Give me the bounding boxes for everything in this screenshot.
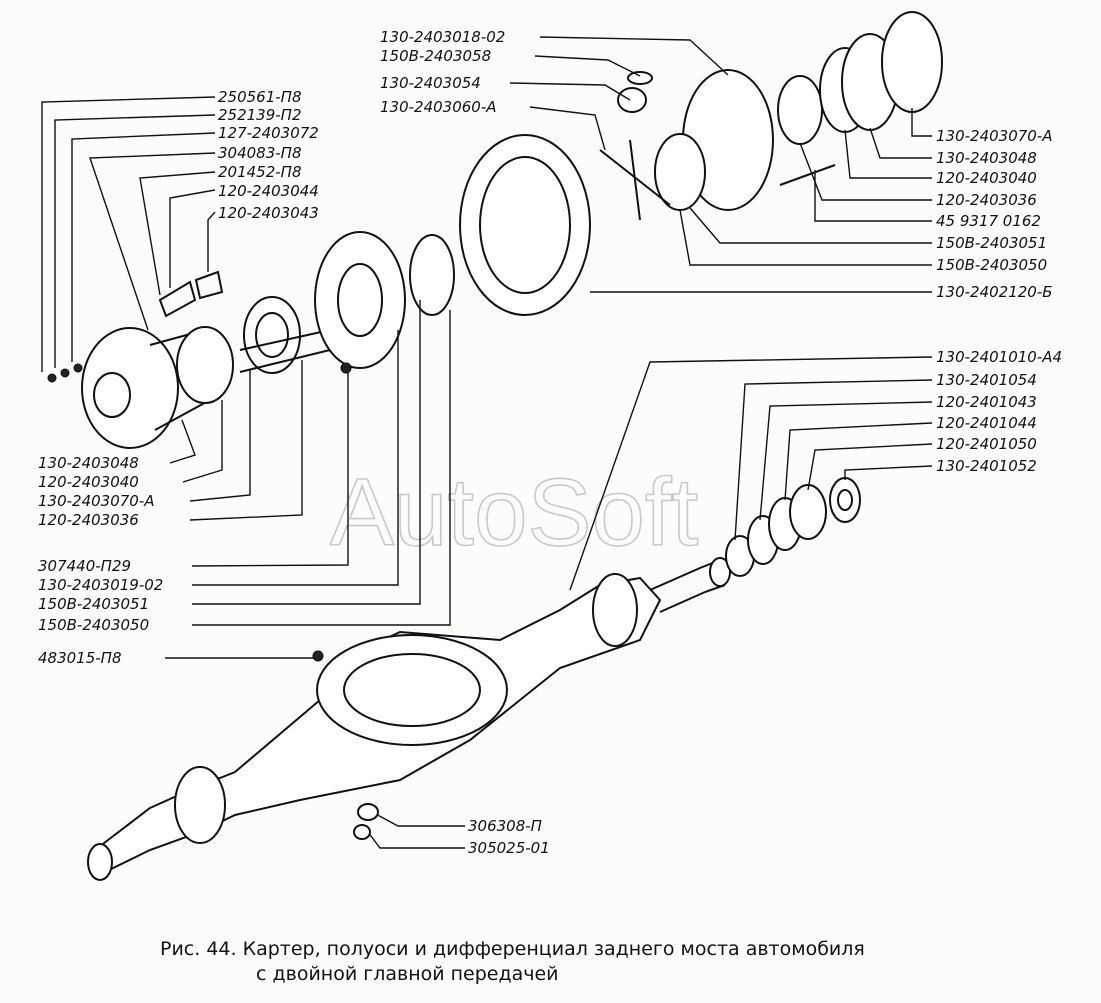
label-l10: 130-2403070-А <box>38 492 155 510</box>
label-l4: 304083-П8 <box>218 144 302 162</box>
label-l16: 483015-П8 <box>38 649 122 667</box>
label-r2: 130-2403048 <box>936 149 1037 167</box>
label-l3: 127-2403072 <box>218 124 319 142</box>
label-t3: 130-2403054 <box>380 74 481 92</box>
label-t4: 130-2403060-А <box>380 98 497 116</box>
center-flange-and-gear <box>314 134 591 374</box>
label-m5: 120-2401050 <box>936 435 1037 453</box>
label-r7: 150В-2403050 <box>936 256 1047 274</box>
label-b2: 305025-01 <box>468 839 550 857</box>
label-l2: 252139-П2 <box>218 106 302 124</box>
part-number-labels: 250561-П8 252139-П2 127-2403072 304083-П… <box>38 28 1062 857</box>
label-l11: 120-2403036 <box>38 511 139 529</box>
driven-gear-130-2402120-B <box>459 134 591 316</box>
nut-306308 <box>357 803 379 821</box>
housing-right-flange <box>592 573 638 647</box>
washer-305025 <box>353 824 371 840</box>
label-l5: 201452-П8 <box>218 163 302 181</box>
label-m4: 120-2401044 <box>936 414 1037 432</box>
label-r6: 150В-2403051 <box>936 234 1047 252</box>
label-b1: 306308-П <box>468 817 542 835</box>
leader-lines <box>41 36 933 849</box>
housing-left-spindle-end <box>87 843 113 881</box>
housing-cover-flange <box>316 634 508 746</box>
left-differential-case <box>47 270 331 449</box>
label-m3: 120-2401043 <box>936 393 1037 411</box>
figure-caption-line-2: с двойной главной передачей <box>256 963 559 985</box>
label-r8: 130-2402120-Б <box>936 283 1053 301</box>
label-m1: 130-2401010-А4 <box>936 348 1062 366</box>
label-r1: 130-2403070-А <box>936 127 1053 145</box>
watermark: AutoSoft <box>330 459 698 566</box>
label-t1: 130-2403018-02 <box>380 28 505 46</box>
label-r5: 45 9317 0162 <box>936 212 1041 230</box>
right-differential-case <box>599 11 943 221</box>
figure-caption-line-1: Рис. 44. Картер, полуоси и дифференциал … <box>160 938 865 960</box>
label-t2: 150В-2403058 <box>380 47 491 65</box>
label-r4: 120-2403036 <box>936 191 1037 209</box>
label-l7: 120-2403043 <box>218 204 319 222</box>
label-r3: 120-2403040 <box>936 169 1037 187</box>
label-l13: 130-2403019-02 <box>38 576 163 594</box>
housing-left-flange <box>174 766 226 844</box>
label-l8: 130-2403048 <box>38 454 139 472</box>
label-l12: 307440-П29 <box>38 557 131 575</box>
label-l6: 120-2403044 <box>218 182 319 200</box>
label-m2: 130-2401054 <box>936 371 1037 389</box>
label-l9: 120-2403040 <box>38 473 139 491</box>
label-l1: 250561-П8 <box>218 88 302 106</box>
axle-housing <box>87 557 731 881</box>
label-m6: 130-2401052 <box>936 457 1037 475</box>
right-spindle-parts <box>725 477 861 577</box>
label-l14: 150В-2403051 <box>38 595 149 613</box>
label-l15: 150В-2403050 <box>38 616 149 634</box>
